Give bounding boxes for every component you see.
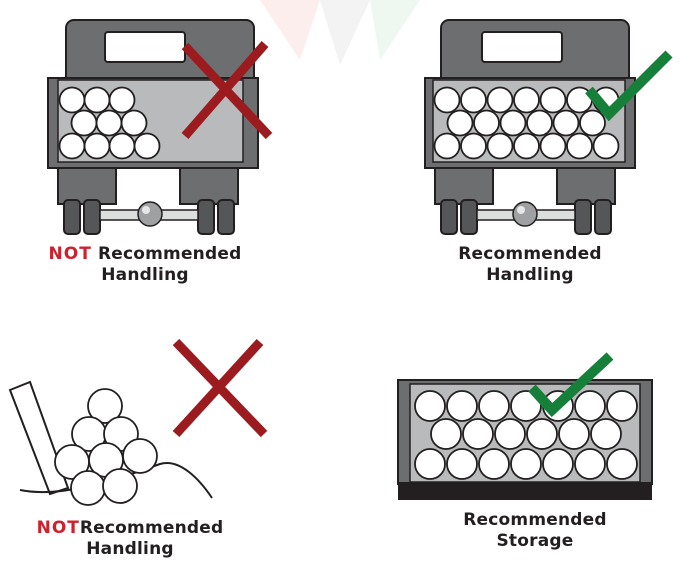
truck-window <box>104 31 186 63</box>
truck-lower-right <box>179 167 239 205</box>
truck-wheel <box>440 199 458 235</box>
roll <box>460 132 487 160</box>
roll <box>478 448 510 480</box>
roll <box>70 470 106 506</box>
roll <box>579 109 606 137</box>
roll <box>460 86 487 114</box>
caption-line2: Storage <box>496 531 574 551</box>
roll <box>478 390 510 422</box>
roll <box>499 109 527 137</box>
roll <box>462 418 494 450</box>
roll <box>539 86 567 114</box>
roll <box>510 390 542 422</box>
roll <box>446 448 478 480</box>
roll <box>433 86 461 114</box>
roll <box>574 448 606 480</box>
caption-line1: Recommended <box>463 510 607 530</box>
truck-lower-right <box>556 167 616 205</box>
faint-logo-watermark <box>260 0 420 65</box>
roll <box>558 418 590 450</box>
roll-load <box>433 86 620 160</box>
roll <box>606 448 638 480</box>
caption-pile-leaning: NOTRecommended Handling <box>20 518 240 560</box>
roll <box>606 390 638 422</box>
truck-wheel <box>197 199 215 235</box>
caption-crate-storage: Recommended Storage <box>425 510 645 552</box>
roll <box>133 132 161 160</box>
roll <box>95 109 123 137</box>
truck-wheel <box>63 199 81 235</box>
caption-line2: Handling <box>86 539 174 559</box>
truck-wheel <box>83 199 101 235</box>
roll <box>486 86 514 114</box>
truck-lower-left <box>434 167 494 205</box>
check-mark-icon <box>528 352 614 418</box>
crate-base <box>398 482 652 500</box>
truck-wheel <box>460 199 478 235</box>
roll <box>58 86 86 114</box>
cross-mark-icon <box>172 338 268 438</box>
roll <box>513 86 540 114</box>
caption-truck-partial: NOT Recommended Handling <box>30 244 260 286</box>
roll <box>70 109 98 137</box>
roll <box>83 86 111 114</box>
roll <box>446 390 478 422</box>
roll <box>430 418 462 450</box>
roll <box>122 438 158 474</box>
roll <box>446 109 474 137</box>
roll-stack <box>414 390 638 480</box>
truck-differential <box>137 201 163 227</box>
truck-lower-left <box>57 167 117 205</box>
roll <box>473 109 500 137</box>
roll <box>539 132 567 160</box>
roll <box>494 418 526 450</box>
roll <box>526 418 558 450</box>
roll-load <box>58 86 161 160</box>
roll <box>108 86 136 114</box>
roll <box>102 468 138 504</box>
not-label: NOT <box>48 244 92 264</box>
roll-pile-icon <box>8 380 213 506</box>
roll <box>414 448 446 480</box>
caption-line2: Handling <box>486 265 574 285</box>
caption-line1: Recommended <box>97 244 242 264</box>
caption-line1: Recommended <box>458 244 602 264</box>
roll <box>83 132 111 160</box>
roll <box>486 132 514 160</box>
cross-mark-icon <box>181 41 273 140</box>
caption-line1: Recommended <box>79 518 224 538</box>
roll <box>552 109 580 137</box>
caption-line2: Handling <box>101 265 189 285</box>
roll <box>542 448 574 480</box>
roll <box>513 132 540 160</box>
truck-wheel <box>217 199 235 235</box>
roll <box>120 109 148 137</box>
not-label: NOT <box>36 518 80 538</box>
truck-full-load-illustration <box>424 19 636 235</box>
roll <box>108 132 136 160</box>
roll <box>590 418 622 450</box>
roll <box>510 448 542 480</box>
roll <box>526 109 553 137</box>
roll-pile <box>54 388 158 506</box>
caption-truck-full: Recommended Handling <box>420 244 640 286</box>
check-mark-icon <box>585 50 673 122</box>
roll <box>592 132 620 160</box>
roll <box>414 390 446 422</box>
roll <box>87 388 123 424</box>
truck-differential <box>512 201 538 227</box>
leaning-board <box>8 380 70 496</box>
truck-wheel <box>594 199 612 235</box>
roll <box>433 132 461 160</box>
roll <box>574 390 606 422</box>
truck-wheel <box>574 199 592 235</box>
roll <box>566 132 593 160</box>
crate-icon <box>397 379 653 500</box>
roll <box>58 132 86 160</box>
truck-window <box>481 31 563 63</box>
